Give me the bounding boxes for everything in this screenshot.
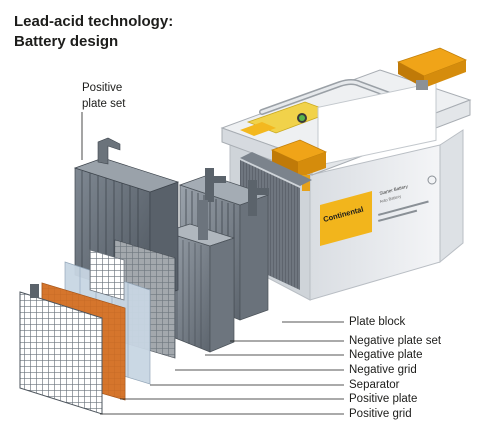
lid-brand-badge: [240, 122, 276, 136]
front-label-line2: Auto Battery: [379, 193, 402, 204]
label-positive-grid: Positive grid: [349, 408, 412, 420]
front-brand-panel: [320, 191, 372, 246]
label-negative-plate-set: Negative plate set: [349, 335, 442, 347]
leader-lines: [81, 112, 344, 415]
label-separator: Separator: [349, 379, 400, 391]
terminal-cover-right: [396, 47, 468, 90]
battery-case: Continental Starter Battery Auto Battery: [220, 47, 472, 301]
label-positive-plate-set: Positive plate set: [82, 82, 126, 110]
label-plate-block: Plate block: [349, 316, 406, 328]
label-negative-grid: Negative grid: [349, 364, 417, 376]
diagram-title: Lead-acid technology: Battery design: [14, 13, 174, 50]
label-negative-plate: Negative plate: [349, 349, 423, 361]
label-positive-plate: Positive plate: [349, 393, 418, 405]
